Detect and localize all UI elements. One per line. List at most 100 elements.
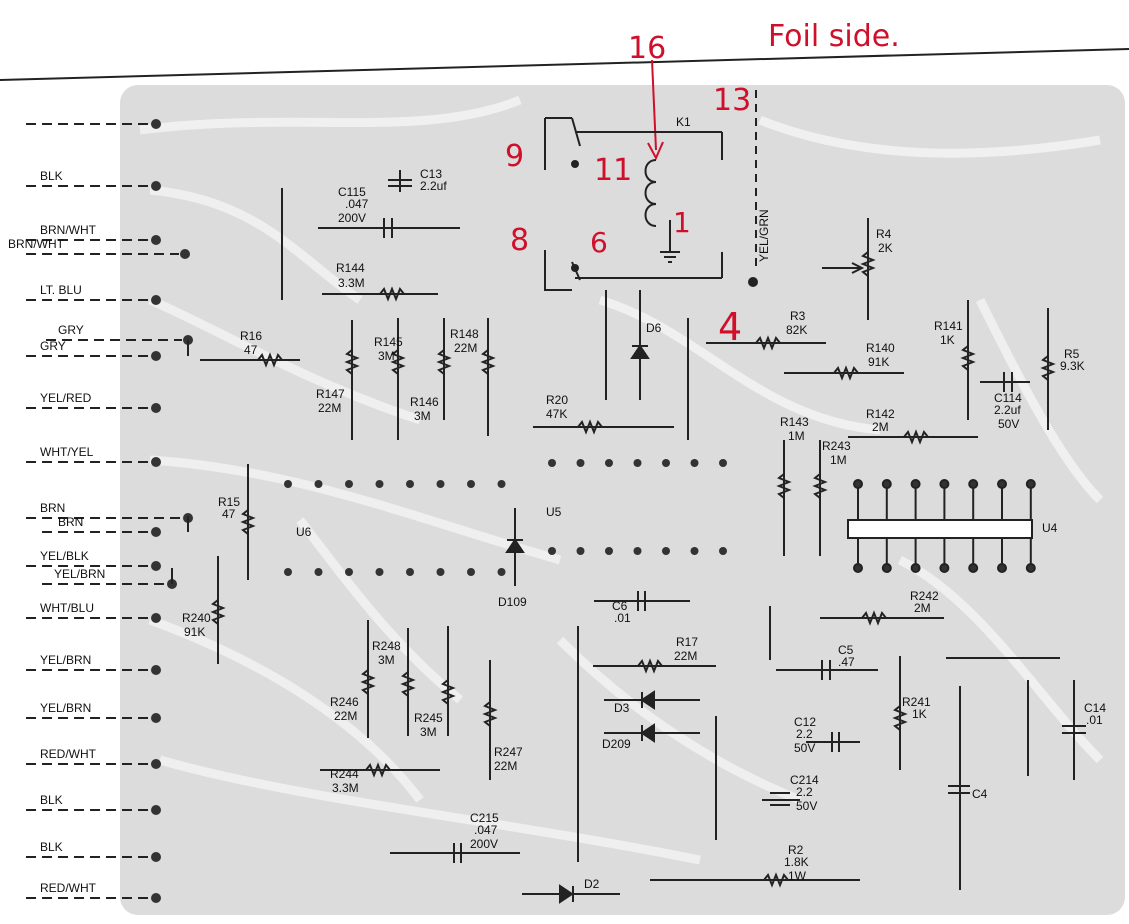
component-label-r248-val: 3M (378, 653, 395, 667)
wire-lead: RED/WHT (26, 747, 161, 769)
wire-terminal (180, 249, 190, 259)
component-label-r147-val: 22M (318, 401, 341, 415)
u6-pin (436, 480, 445, 488)
wire-terminal (151, 527, 161, 537)
component-label-r15-val: 47 (222, 507, 236, 521)
wire-lead: WHT/BLU (26, 601, 161, 623)
u5-pin (662, 547, 670, 555)
component-label-r245-name: R245 (414, 711, 443, 725)
r20-body (577, 419, 603, 435)
component-label-r4-name: R4 (876, 227, 892, 241)
u5-pin (690, 459, 699, 467)
r242-body (861, 610, 887, 626)
r147-body (344, 349, 360, 375)
component-label-r142-val: 2M (872, 420, 889, 434)
r141-body (960, 345, 976, 371)
u4-pin (968, 479, 979, 489)
u4-pin (853, 479, 863, 489)
ic-pins (284, 459, 727, 576)
wire-label: BLK (40, 840, 63, 854)
u6-pin (406, 480, 414, 488)
u4-body (847, 519, 1033, 539)
wire-label: GRY (58, 323, 84, 337)
pin-9-annotation: 9 (505, 139, 524, 174)
r17-body (637, 658, 663, 674)
top-border-line (0, 48, 1129, 81)
u5-pin (662, 459, 670, 467)
u6-pin (345, 480, 353, 488)
component-label-r148-val: 22M (454, 341, 477, 355)
component-labels: C132.2ufC115.047200VR1443.3MR1647R1453MR… (182, 167, 1106, 891)
wire-terminal (151, 893, 161, 903)
wire-label: GRY (40, 339, 66, 353)
component-label-r244-val: 3.3M (332, 781, 359, 795)
d2-body (559, 884, 574, 904)
r15-body (240, 509, 256, 535)
component-label-c115-name: C115 (338, 185, 366, 199)
wire-label: BLK (40, 793, 63, 807)
r244-body (365, 762, 391, 778)
r240-body (210, 599, 226, 625)
component-label-r147-name: R147 (316, 387, 345, 401)
wire-lead: BRN/WHT (8, 237, 190, 259)
component-label-c115-v1: .047 (345, 197, 369, 211)
u5-pin (633, 459, 642, 467)
wire-lead: YEL/BRN (26, 701, 161, 723)
component-label-r2-name: R2 (788, 843, 804, 857)
u5-pin (605, 547, 613, 555)
u4-pin (939, 479, 950, 489)
u6-pin (314, 480, 323, 488)
wire-lead: GRY (46, 323, 193, 345)
u5-pin (690, 547, 699, 555)
component-label-c14-name: C14 (1084, 701, 1106, 715)
u5-pin (548, 547, 556, 555)
wire-label: YEL/BRN (40, 653, 91, 667)
pin-16-annotation: 16 (628, 31, 666, 66)
u4-pin (1025, 563, 1036, 573)
component-label-r242-name: R242 (910, 589, 939, 603)
component-label-c4: C4 (972, 787, 988, 801)
u6-pin (436, 568, 445, 576)
r3-body (755, 335, 781, 351)
wire-terminal (151, 561, 161, 571)
wire-terminal (151, 119, 161, 129)
u4-pin (881, 563, 892, 573)
r142-body (903, 429, 929, 445)
component-label-r143-val: 1M (788, 429, 805, 443)
wire-label: BRN (40, 501, 65, 515)
pin-4-annotation: 4 (718, 305, 742, 349)
component-label-r16-name: R16 (240, 329, 262, 343)
pin-6-annotation: 6 (590, 226, 608, 259)
u5-pin (719, 547, 727, 555)
component-label-r241-name: R241 (902, 695, 931, 709)
wire-terminal (151, 759, 161, 769)
relay-k1 (544, 90, 757, 291)
wire-lead: BRN (42, 515, 161, 537)
component-label-u6: U6 (296, 525, 312, 539)
pcb-background (120, 85, 1125, 915)
wire-lead: GRY (26, 339, 161, 361)
component-label-d2: D2 (584, 877, 600, 891)
d6-body (630, 344, 650, 359)
component-label-r246-val: 22M (334, 709, 357, 723)
component-label-r16-val: 47 (244, 343, 258, 357)
r243-body (812, 473, 828, 499)
component-label-r2-v1: 1.8K (784, 855, 809, 869)
component-label-c12-v2: 50V (794, 741, 815, 755)
r148-body (436, 349, 452, 375)
wire-label: BLK (40, 169, 63, 183)
component-label-r144-name: R144 (336, 261, 365, 275)
component-label-c5-val: .47 (838, 655, 855, 669)
component-label-c12-name: C12 (794, 715, 816, 729)
pin-13-annotation: 13 (713, 83, 751, 118)
u5-pin (719, 459, 727, 467)
wire-terminal (151, 665, 161, 675)
component-label-c13-val: 2.2uf (420, 179, 447, 193)
component-label-d209: D209 (602, 737, 631, 751)
component-label-r142-name: R142 (866, 407, 895, 421)
component-label-r17-name: R17 (676, 635, 698, 649)
component-label-r242-val: 2M (914, 601, 931, 615)
component-label-r243-name: R243 (822, 439, 851, 453)
u6-pin (314, 568, 323, 576)
